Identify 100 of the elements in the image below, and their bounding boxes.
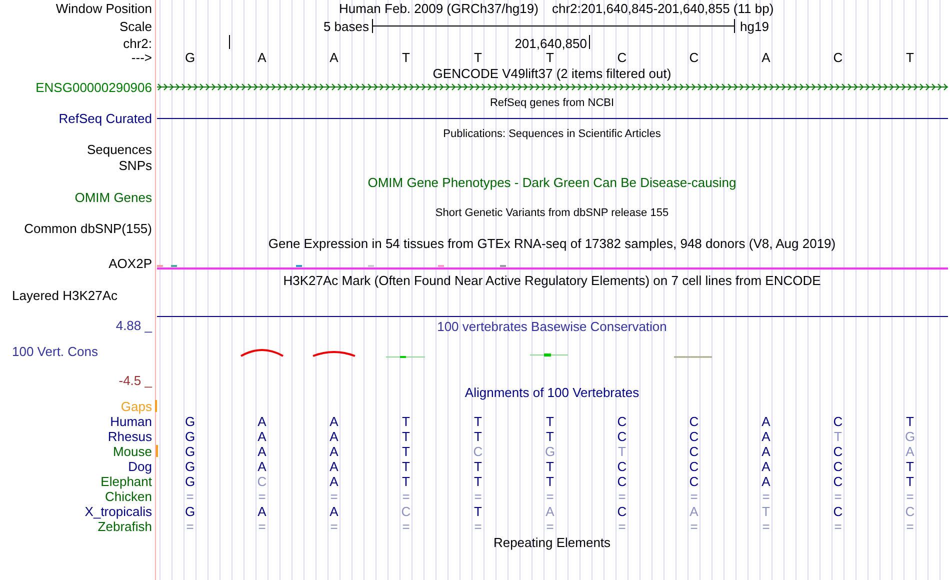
base-letter: =	[258, 518, 266, 534]
base-letter: T	[834, 428, 842, 444]
base-letter: T	[546, 50, 554, 64]
base-letter: T	[906, 474, 914, 488]
track-label: ENSG00000290906	[36, 80, 152, 94]
species-label: Dog	[128, 458, 152, 474]
track-label: 100 Vert. Cons	[12, 344, 98, 358]
base-letter: T	[906, 414, 914, 428]
base-letter: =	[402, 488, 410, 504]
track-title: OMIM Gene Phenotypes - Dark Green Can Be Disease-causing	[368, 174, 736, 190]
base-letter: =	[834, 488, 842, 504]
base-letter: C	[833, 474, 843, 488]
base-letter: C	[689, 428, 699, 444]
base-letter: A	[762, 444, 770, 458]
coordinate-text: 201,640,850	[514, 36, 587, 50]
base-letter: C	[689, 414, 699, 428]
base-letter: T	[402, 474, 410, 488]
base-letter: T	[546, 428, 554, 444]
base-letter: =	[330, 488, 338, 504]
base-letter: G	[544, 444, 556, 458]
base-letter: G	[184, 414, 196, 428]
track-label: --->	[131, 50, 152, 64]
base-letter: =	[762, 488, 770, 504]
track-label: SNPs	[118, 158, 152, 172]
base-letter: T	[474, 504, 482, 518]
track-title: Short Genetic Variants from dbSNP release 155	[435, 206, 669, 220]
base-letter: A	[258, 444, 266, 458]
base-letter: A	[330, 458, 338, 474]
base-letter: C	[257, 474, 267, 488]
track-label: Scale	[119, 18, 152, 34]
base-letter: G	[184, 428, 196, 444]
position-text: Human Feb. 2009 (GRCh37/hg19)	[339, 0, 538, 16]
base-letter: T	[546, 414, 554, 428]
base-letter: A	[762, 474, 770, 488]
base-letter: C	[689, 444, 699, 458]
base-letter: A	[258, 50, 266, 64]
track-label: Sequences	[86, 142, 152, 156]
base-letter: T	[474, 414, 482, 428]
base-letter: =	[762, 518, 770, 534]
base-letter: A	[330, 428, 338, 444]
base-letter: T	[618, 444, 626, 458]
species-label: Human	[110, 414, 152, 428]
track-title: Gene Expression in 54 tissues from GTEx RNA-seq of 17382 samples, 948 donors (V8, Aug 2019)	[268, 236, 836, 250]
base-letter: =	[186, 518, 194, 534]
base-letter: C	[689, 50, 699, 64]
track-title: Publications: Sequences in Scientific Articles	[443, 126, 661, 142]
track-label: OMIM Genes	[74, 190, 152, 204]
species-label: X_tropicalis	[84, 504, 152, 518]
base-letter: A	[258, 504, 266, 518]
base-letter: A	[762, 50, 770, 64]
track-title: Repeating Elements	[493, 534, 611, 550]
base-letter: =	[834, 518, 842, 534]
base-letter: T	[402, 50, 410, 64]
species-label: Rhesus	[108, 428, 152, 444]
base-letter: T	[474, 458, 482, 474]
base-letter: T	[546, 458, 554, 474]
base-letter: T	[402, 458, 410, 474]
base-letter: C	[833, 444, 843, 458]
track-label: RefSeq Curated	[58, 110, 152, 126]
base-letter: C	[833, 414, 843, 428]
base-letter: A	[258, 458, 266, 474]
position-text: chr2:201,640,845-201,640,855 (11 bp)	[552, 0, 774, 16]
base-letter: C	[617, 50, 627, 64]
base-letter: C	[833, 50, 843, 64]
scale-text: 5 bases	[323, 18, 369, 34]
base-letter: =	[258, 488, 266, 504]
base-letter: =	[690, 518, 698, 534]
base-letter: =	[186, 488, 194, 504]
base-letter: A	[690, 504, 698, 518]
base-letter: C	[617, 474, 627, 488]
species-label: Mouse	[112, 444, 152, 458]
base-letter: T	[474, 50, 482, 64]
base-letter: T	[402, 428, 410, 444]
base-letter: G	[184, 444, 196, 458]
base-letter: A	[330, 444, 338, 458]
track-label: Layered H3K27Ac	[12, 288, 118, 302]
track-title: 100 vertebrates Basewise Conservation	[437, 318, 667, 334]
track-title: GENCODE V49lift37 (2 items filtered out)	[432, 66, 672, 80]
track-title: RefSeq genes from NCBI	[490, 96, 614, 110]
base-letter: C	[401, 504, 411, 518]
track-title: H3K27Ac Mark (Often Found Near Active Regulatory Elements) on 7 cell lines from ENCODE	[283, 272, 821, 288]
base-letter: G	[184, 50, 196, 64]
base-letter: T	[402, 414, 410, 428]
base-letter: =	[906, 518, 914, 534]
base-letter: T	[906, 458, 914, 474]
base-letter: A	[762, 414, 770, 428]
base-letter: A	[330, 414, 338, 428]
base-letter: =	[546, 488, 554, 504]
base-letter: =	[690, 488, 698, 504]
axis-tick-label: 4.88 _	[116, 318, 152, 332]
track-title: Alignments of 100 Vertebrates	[464, 384, 640, 400]
base-letter: T	[402, 444, 410, 458]
base-letter: A	[546, 504, 554, 518]
base-letter: T	[474, 428, 482, 444]
base-letter: A	[330, 504, 338, 518]
base-letter: C	[833, 504, 843, 518]
base-letter: T	[474, 474, 482, 488]
base-letter: T	[546, 474, 554, 488]
track-label: Common dbSNP(155)	[24, 220, 152, 236]
base-letter: T	[906, 50, 914, 64]
